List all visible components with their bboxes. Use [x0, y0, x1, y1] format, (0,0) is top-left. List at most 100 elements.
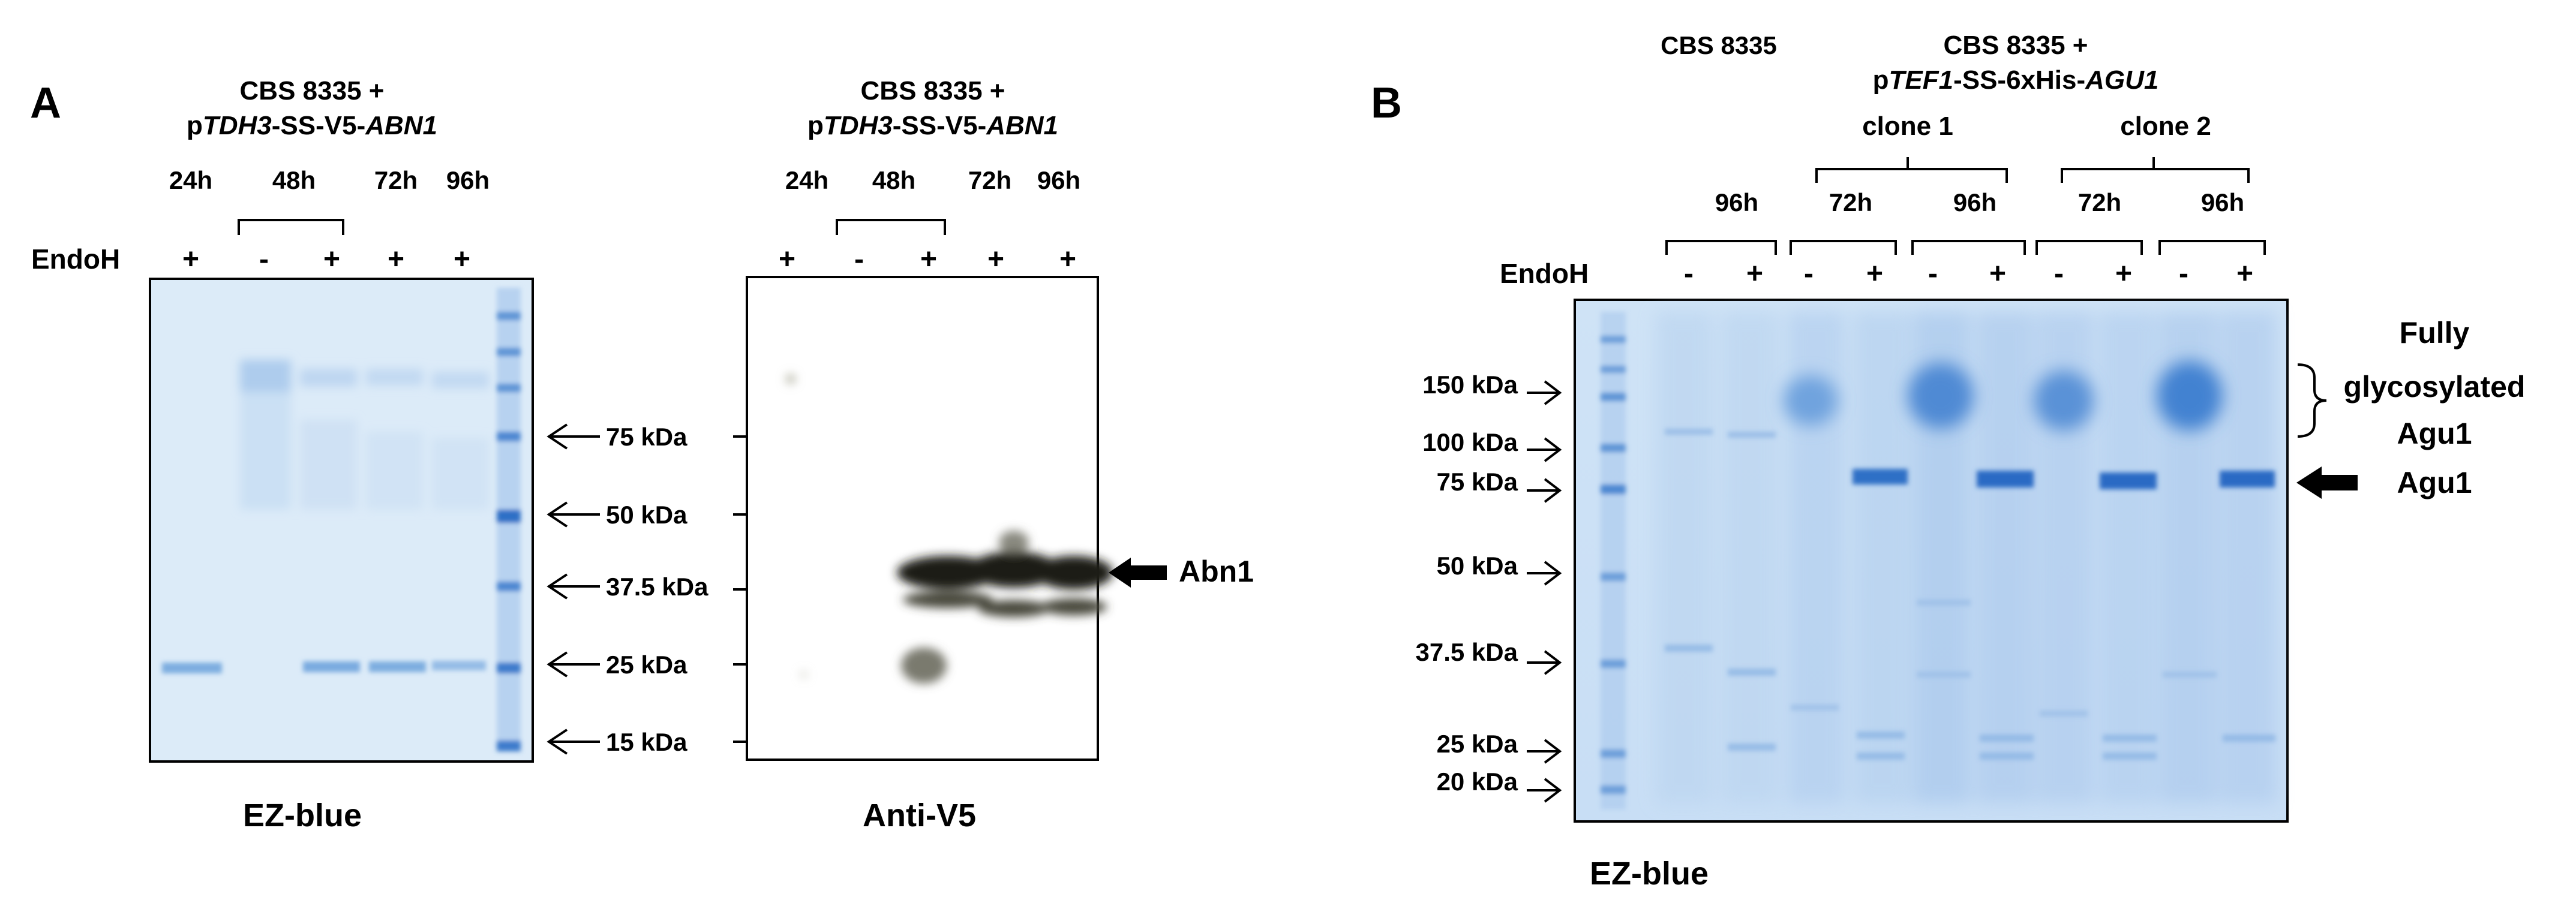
panel-b-marker-50: 50 kDa: [1437, 552, 1562, 586]
panel-a-blot-bracket-48h: [836, 219, 946, 235]
panel-b-marker-25-label: 25 kDa: [1437, 730, 1518, 758]
panel-b-agu1-indicator: Agu1: [2296, 466, 2472, 499]
panel-b-marker-37-label: 37.5 kDa: [1416, 638, 1518, 666]
panel-b-clone1-bracket: [1815, 157, 2008, 183]
panel-a-gel-caption: EZ-blue: [243, 797, 362, 833]
panel-a-blot-construct-line2: pTDH3-SS-V5-ABN1: [807, 111, 1058, 140]
panel-a-blot-endoh-4: +: [987, 243, 1004, 275]
panel-b-lane-bracket-4: [2035, 240, 2143, 255]
panel-a-blot-time-48h: 48h: [872, 166, 915, 194]
panel-b-control-label: CBS 8335: [1661, 31, 1777, 59]
panel-a-gel-endoh-5: +: [454, 243, 470, 275]
panel-b-marker-20: 20 kDa: [1437, 768, 1562, 803]
panel-b-endoh-2: +: [1746, 258, 1763, 290]
panel-b-glycosylated-line1: Fully: [2400, 316, 2470, 350]
panel-b-marker-100: 100 kDa: [1422, 428, 1562, 462]
panel-a-abn1-label: Abn1: [1179, 555, 1254, 588]
panel-a-blot-time-72h: 72h: [968, 166, 1011, 194]
panel-a-gel-time-48h: 48h: [272, 166, 316, 194]
panel-a-marker-37: 37.5 kDa: [547, 573, 747, 601]
panel-b-glycosylated-line3: Agu1: [2397, 417, 2472, 450]
panel-a-blot-time-24h: 24h: [785, 166, 828, 194]
panel-b-lane-bracket-2: [1790, 240, 1897, 255]
panel-a-blot-endoh-2: -: [854, 243, 864, 275]
panel-b-marker-150: 150 kDa: [1422, 371, 1562, 405]
panel-b-endoh-1: -: [1684, 258, 1694, 290]
panel-a-endoh-label: EndoH: [31, 243, 120, 275]
panel-a-gel-construct-line2: pTDH3-SS-V5-ABN1: [187, 111, 437, 140]
panel-a-blot-endoh-1: +: [779, 243, 795, 275]
panel-b-time-clone2-72h: 72h: [2078, 188, 2121, 216]
panel-b-glycosylated-line2: glycosylated: [2344, 370, 2526, 404]
panel-a-marker-ladder: 75 kDa 50 kDa 37.5 kDa 25 kDa: [547, 423, 747, 756]
panel-a-gel-time-24h: 24h: [169, 166, 212, 194]
panel-a-abn1-arrow: [1109, 558, 1167, 588]
panel-b-lane-bracket-5: [2158, 240, 2266, 255]
panel-b-marker-25: 25 kDa: [1437, 730, 1562, 764]
panel-a-marker-25-label: 25 kDa: [606, 651, 687, 679]
panel-a-blot-endoh-3: +: [920, 243, 937, 275]
panel-b-marker-37: 37.5 kDa: [1416, 638, 1562, 675]
panel-b-construct-line2: pTEF1-SS-6xHis-AGU1: [1873, 65, 2159, 95]
panel-a-gel-bracket-48h: [238, 219, 344, 235]
panel-a-gel-endoh-2: -: [259, 243, 269, 275]
panel-b: B CBS 8335 CBS 8335 + pTEF1-SS-6xHis-AGU…: [1371, 31, 2525, 892]
panel-b-endoh-7: -: [2054, 258, 2064, 290]
panel-b-endoh-4: +: [1866, 258, 1883, 290]
panel-b-marker-150-label: 150 kDa: [1422, 371, 1518, 399]
panel-b-endoh-9: -: [2179, 258, 2188, 290]
panel-a-gel-endoh-3: +: [323, 243, 340, 275]
panel-a-blot-image: [746, 276, 1113, 761]
panel-a-marker-15: 15 kDa: [547, 728, 747, 756]
panel-b-time-clone1-96h: 96h: [1953, 188, 1996, 216]
panel-a-blot-time-96h: 96h: [1037, 166, 1080, 194]
panel-a-marker-50: 50 kDa: [547, 501, 747, 529]
panel-b-glycosylated-bracket: [2297, 363, 2327, 438]
panel-b-marker-100-label: 100 kDa: [1422, 428, 1518, 456]
panel-a-gel-construct-line1: CBS 8335 +: [240, 76, 385, 106]
panel-a-letter: A: [30, 79, 61, 127]
panel-a-marker-75-label: 75 kDa: [606, 423, 687, 451]
panel-b-construct-line1: CBS 8335 +: [1944, 31, 2088, 60]
panel-a-gel-endoh-4: +: [388, 243, 404, 275]
panel-b-endoh-5: -: [1928, 258, 1938, 290]
panel-b-time-clone2-96h: 96h: [2201, 188, 2244, 216]
panel-a-blot-caption: Anti-V5: [863, 797, 976, 833]
panel-a-blot-construct-line1: CBS 8335 +: [861, 76, 1005, 106]
panel-b-clone2-bracket: [2061, 157, 2250, 183]
panel-b-marker-20-label: 20 kDa: [1437, 768, 1518, 796]
panel-a-marker-75: 75 kDa: [547, 423, 747, 451]
panel-b-letter: B: [1371, 79, 1402, 127]
panel-b-time-control-96h: 96h: [1715, 188, 1758, 216]
panel-b-endoh-8: +: [2115, 258, 2132, 290]
panel-b-gel-image: [1574, 299, 2289, 823]
panel-a: A CBS 8335 + pTDH3-SS-V5-ABN1 CBS 8335 +…: [30, 76, 1254, 833]
panel-a-blot-endoh-5: +: [1059, 243, 1076, 275]
panel-a-marker-50-label: 50 kDa: [606, 501, 687, 529]
panel-b-gel-caption: EZ-blue: [1590, 856, 1709, 892]
panel-b-agu1-label: Agu1: [2397, 466, 2472, 499]
panel-a-gel-time-72h: 72h: [374, 166, 418, 194]
panel-a-gel-endoh-1: +: [182, 243, 199, 275]
panel-b-lane-bracket-3: [1911, 240, 2026, 255]
panel-a-abn1-indicator: Abn1: [1109, 555, 1254, 588]
panel-b-marker-75: 75 kDa: [1437, 468, 1562, 503]
panel-b-lane-bracket-1: [1665, 240, 1777, 255]
panel-b-agu1-arrow: [2296, 466, 2358, 499]
panel-a-marker-15-label: 15 kDa: [606, 728, 687, 756]
panel-b-marker-ladder: 150 kDa 100 kDa 75 kDa 50 kDa 37.5 kDa: [1416, 371, 1562, 803]
panel-b-marker-75-label: 75 kDa: [1437, 468, 1518, 496]
panel-b-clone1-label: clone 1: [1862, 112, 1953, 141]
panel-b-clone2-label: clone 2: [2120, 112, 2211, 141]
panel-b-time-clone1-72h: 72h: [1829, 188, 1872, 216]
panel-a-gel-image: [149, 278, 534, 763]
panel-b-endoh-10: +: [2236, 258, 2253, 290]
panel-b-endoh-6: +: [1989, 258, 2006, 290]
panel-a-marker-25: 25 kDa: [547, 651, 747, 679]
panel-b-marker-50-label: 50 kDa: [1437, 552, 1518, 580]
panel-a-gel-time-96h: 96h: [446, 166, 490, 194]
panel-b-glycosylated-indicator: Fully glycosylated Agu1: [2297, 316, 2526, 450]
panel-b-endoh-3: -: [1804, 258, 1814, 290]
panel-b-endoh-label: EndoH: [1500, 258, 1589, 289]
